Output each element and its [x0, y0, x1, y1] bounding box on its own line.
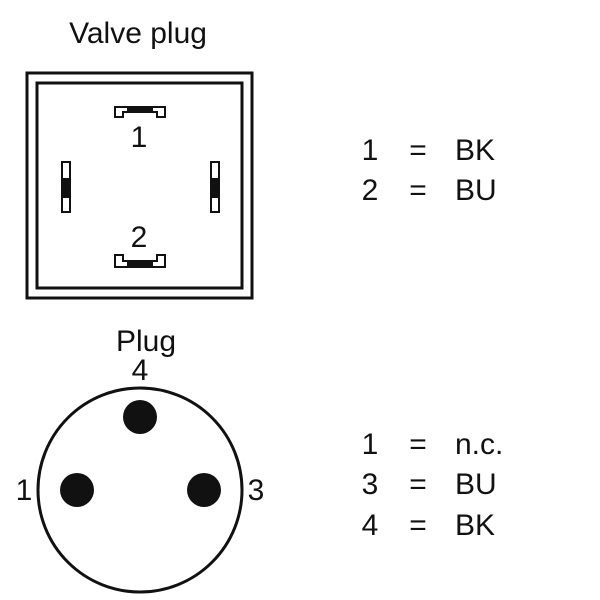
valve-legend-pin: 1: [362, 134, 379, 167]
plug-pin-3: [187, 473, 221, 507]
plug-legend-pin: 3: [362, 468, 379, 501]
plug-pin-label-1: 1: [16, 474, 33, 507]
valve-plug-title: Valve plug: [69, 17, 207, 50]
valve-plug-inner-frame: [35, 81, 244, 290]
valve-contact-right: [210, 161, 220, 213]
valve-pin-label-1: 1: [131, 121, 148, 154]
valve-legend-sep: =: [409, 134, 427, 167]
plug-pin-4: [123, 400, 157, 434]
plug-pin-label-3: 3: [248, 474, 265, 507]
plug-pin-label-4: 4: [132, 354, 149, 387]
valve-pin-label-2: 2: [131, 221, 148, 254]
plug-legend-pin: 4: [362, 509, 379, 542]
plug-legend-sep: =: [409, 428, 427, 461]
plug-legend-value: BU: [455, 468, 497, 501]
valve-contact-2: [114, 254, 166, 268]
plug-legend-value: BK: [455, 509, 495, 542]
valve-plug-housing: [25, 71, 254, 300]
plug-legend-row-3: 4 = BK: [362, 509, 495, 542]
plug-pin-1: [60, 473, 94, 507]
valve-plug-legend: 1 = BK 2 = BU: [362, 134, 497, 207]
valve-contact-left: [61, 161, 71, 213]
valve-plug-outer-frame: [25, 71, 254, 300]
valve-legend-row-1: 1 = BK: [362, 134, 495, 167]
valve-contact-1: [114, 106, 166, 118]
valve-plug-section: Valve plug 1 2 1: [25, 17, 497, 300]
plug-legend-sep: =: [409, 509, 427, 542]
plug-section: Plug 4 1 3 1 = n.c. 3 = BU 4 = BK: [16, 325, 504, 594]
plug-legend-row-1: 1 = n.c.: [362, 428, 504, 461]
plug-legend: 1 = n.c. 3 = BU 4 = BK: [362, 428, 504, 542]
valve-legend-row-2: 2 = BU: [362, 174, 497, 207]
plug-legend-row-2: 3 = BU: [362, 468, 497, 501]
valve-legend-value: BU: [455, 174, 497, 207]
valve-legend-pin: 2: [362, 174, 379, 207]
plug-housing-circle: [36, 386, 244, 594]
valve-legend-sep: =: [409, 174, 427, 207]
plug-legend-pin: 1: [362, 428, 379, 461]
plug-legend-value: n.c.: [455, 428, 503, 461]
plug-legend-sep: =: [409, 468, 427, 501]
plug-title: Plug: [116, 325, 176, 358]
valve-legend-value: BK: [455, 134, 495, 167]
